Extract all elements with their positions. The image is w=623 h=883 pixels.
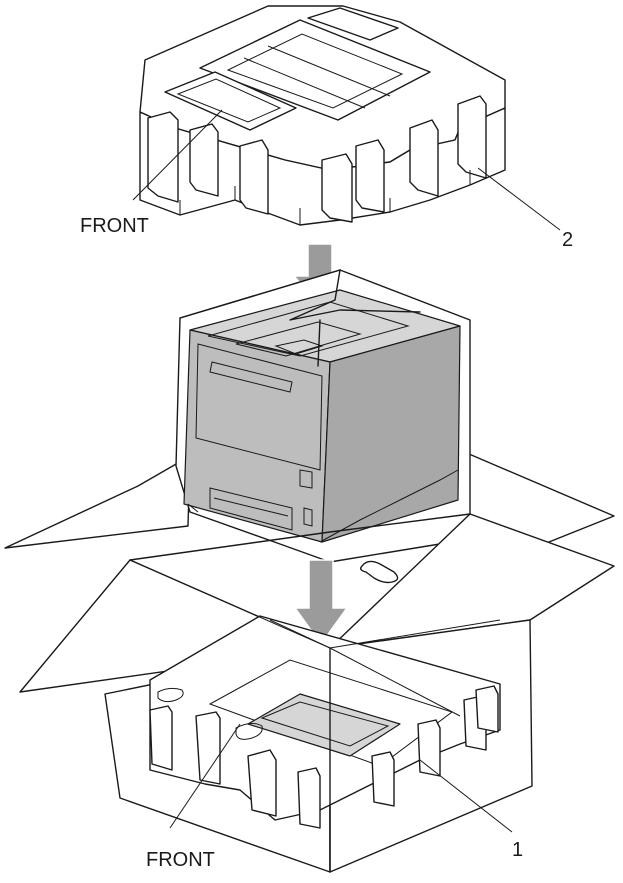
top-foam-packing (139, 5, 506, 226)
front-label-top-group: FRONT (80, 109, 223, 237)
front-label-bottom: FRONT (146, 849, 215, 871)
box-handle-cutout (359, 560, 399, 584)
callout-2-label: 2 (562, 229, 573, 251)
callout-1-leader-line (419, 759, 513, 833)
callout-1-group: 1 (419, 759, 523, 861)
shipping-box (19, 513, 615, 873)
front-label-bottom-group: FRONT (146, 723, 241, 871)
callout-2-group: 2 (477, 167, 573, 251)
front-top-leader-line (132, 109, 223, 201)
callout-2-leader-line (477, 167, 561, 231)
front-label-top: FRONT (80, 215, 149, 237)
callout-1-label: 1 (512, 839, 523, 861)
down-arrow-lower-icon (293, 559, 349, 646)
printer-in-bag (175, 269, 471, 563)
front-bottom-leader-line (169, 723, 241, 829)
